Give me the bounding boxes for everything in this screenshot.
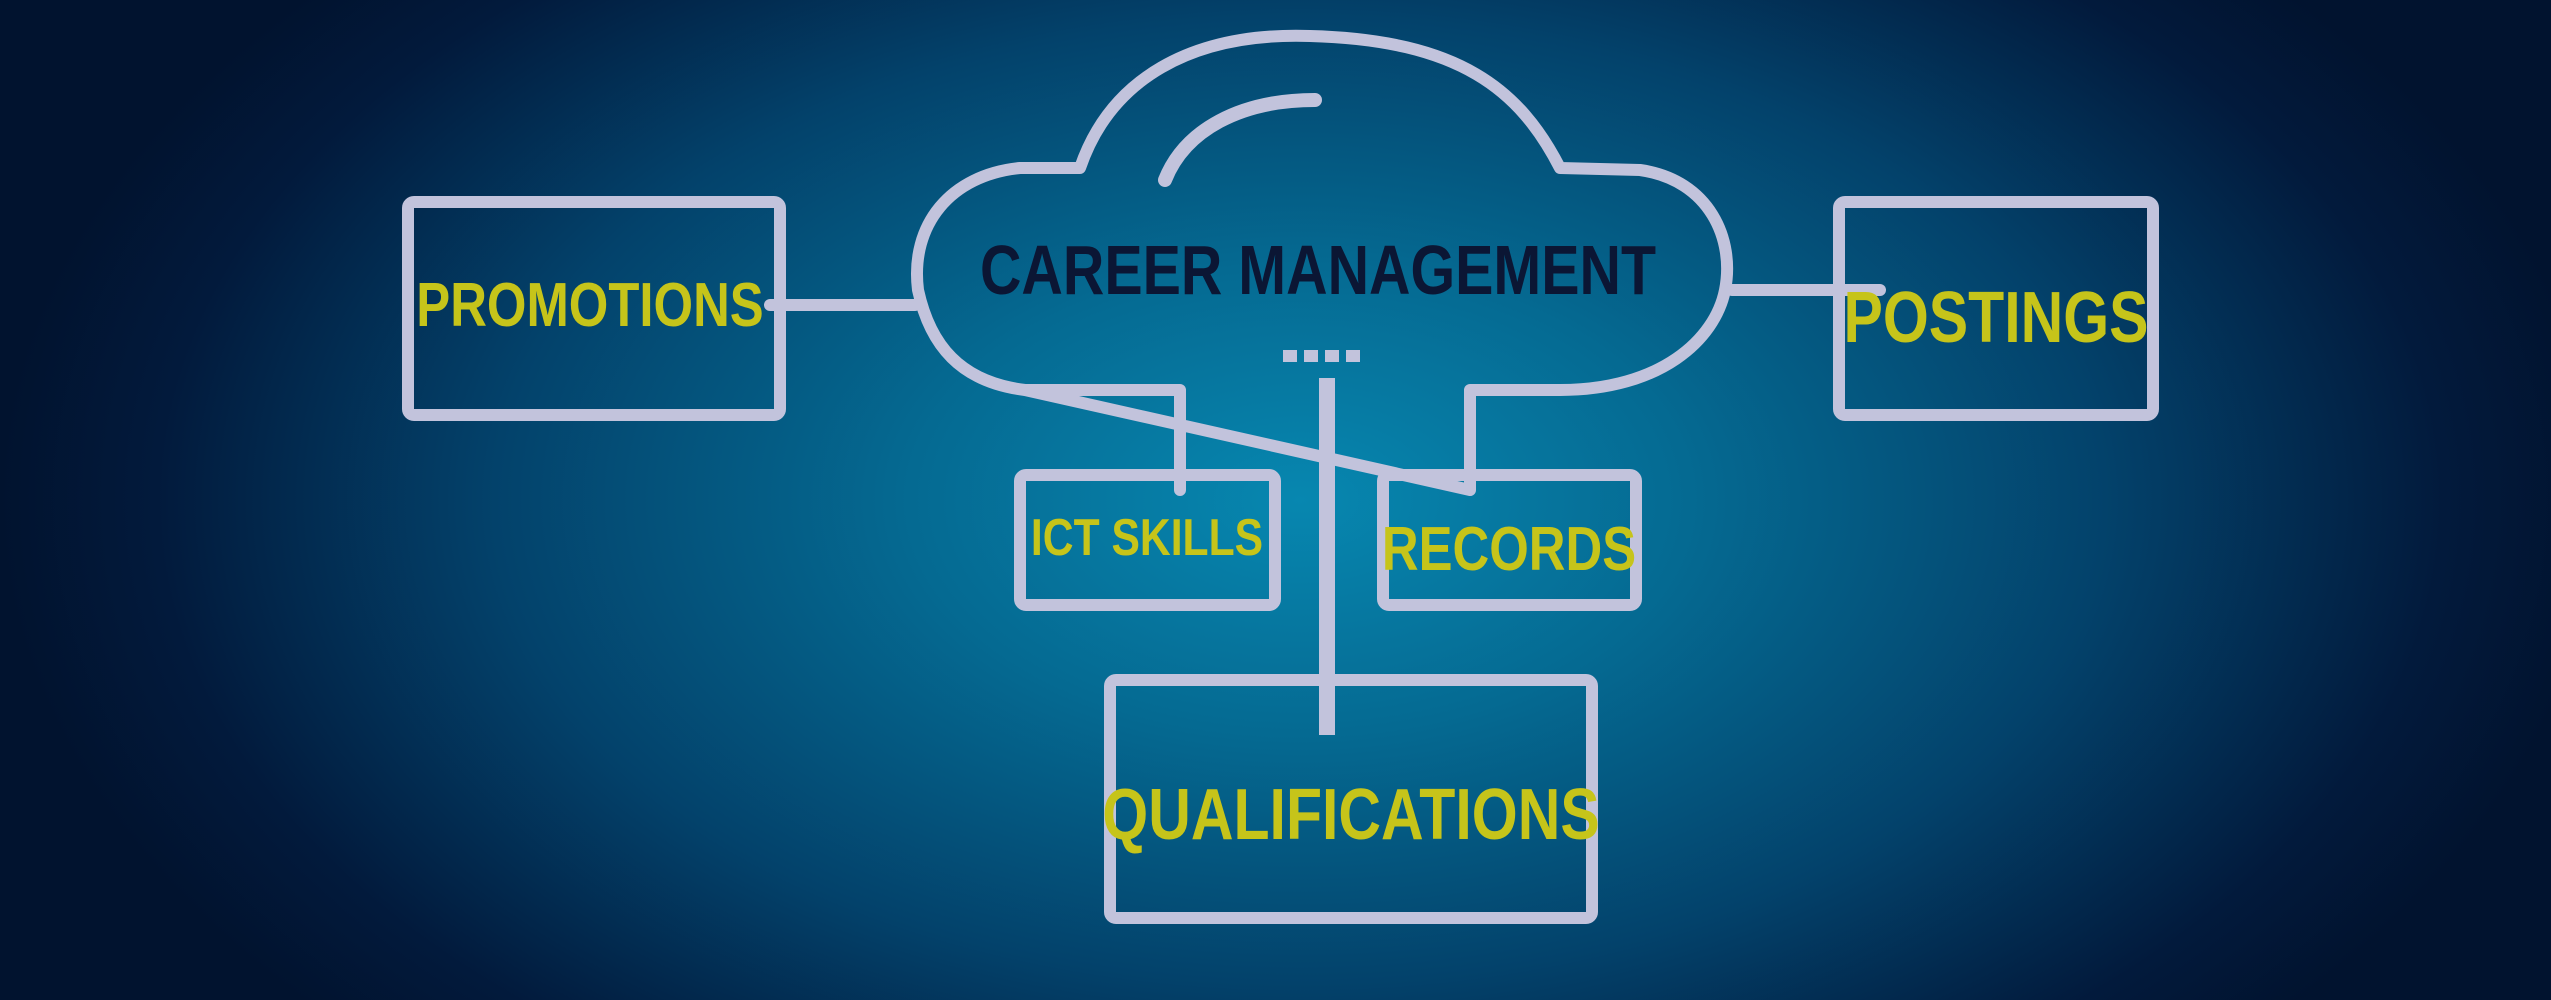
promotions-label: PROMOTIONS <box>416 271 764 340</box>
qualifications-box <box>1104 674 1598 924</box>
postings-label: POSTINGS <box>1843 278 2149 358</box>
postings-box <box>1833 196 2159 421</box>
qualifications-label: QUALIFICATIONS <box>1102 775 1600 855</box>
ict-skills-box <box>1014 469 1281 611</box>
records-label: RECORDS <box>1381 515 1637 584</box>
center-title: CAREER MANAGEMENT <box>979 231 1657 309</box>
cloud-shape <box>911 29 1734 496</box>
records-box <box>1377 469 1642 611</box>
ict-skills-label: ICT SKILLS <box>1030 509 1264 567</box>
cloud-highlight <box>1158 93 1322 187</box>
